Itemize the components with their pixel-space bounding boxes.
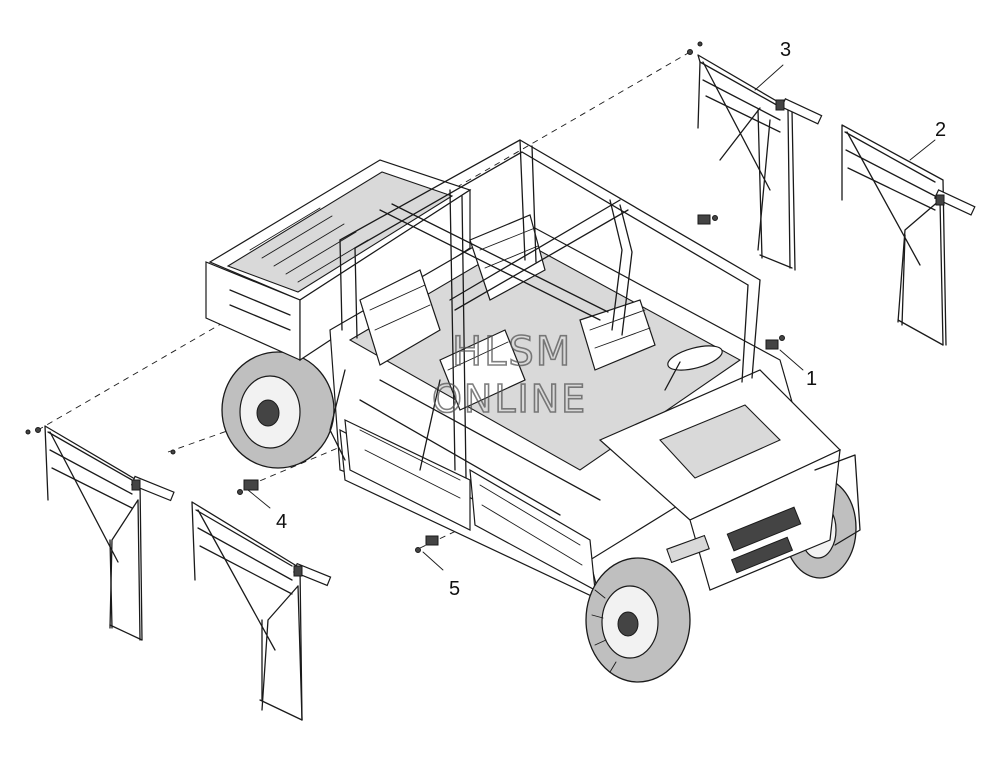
fastener-mid: [170, 449, 176, 455]
watermark: HLSM ONLINE: [431, 328, 587, 422]
fastener-1: [765, 335, 785, 350]
fastener-top: [687, 49, 693, 55]
fastener-upper: [697, 214, 718, 225]
callout-5: 5: [449, 578, 460, 600]
side-net-panel-left: [44, 425, 175, 641]
roll-cage: [329, 139, 761, 479]
callout-4: 4: [276, 511, 287, 533]
utility-vehicle-illustration: [205, 139, 861, 683]
hood-and-grille: [598, 369, 861, 591]
callout-1: 1: [806, 368, 817, 390]
side-net-panel-bottom: [191, 501, 332, 721]
fastener-top-2: [697, 41, 703, 47]
fastener-left: [35, 427, 41, 433]
side-net-panel-3: [697, 54, 823, 271]
steering-wheel: [664, 345, 723, 391]
rear-left-wheel: [221, 351, 335, 469]
fastener-5: [415, 535, 439, 553]
callout-2: 2: [935, 119, 946, 141]
side-net-panel-2: [841, 124, 976, 346]
callout-labels: 3 2 1 4 5: [276, 39, 946, 600]
fastener-left-2: [25, 429, 31, 435]
seats: [359, 214, 656, 411]
watermark-line-1: HLSM: [452, 329, 572, 375]
watermark-line-2: ONLINE: [432, 377, 587, 421]
fasteners: [25, 41, 785, 553]
front-left-wheel: [585, 557, 691, 683]
leader-lines: [247, 64, 936, 571]
fastener-4: [237, 479, 259, 495]
cargo-bed: [205, 159, 472, 362]
callout-3: 3: [780, 39, 791, 61]
